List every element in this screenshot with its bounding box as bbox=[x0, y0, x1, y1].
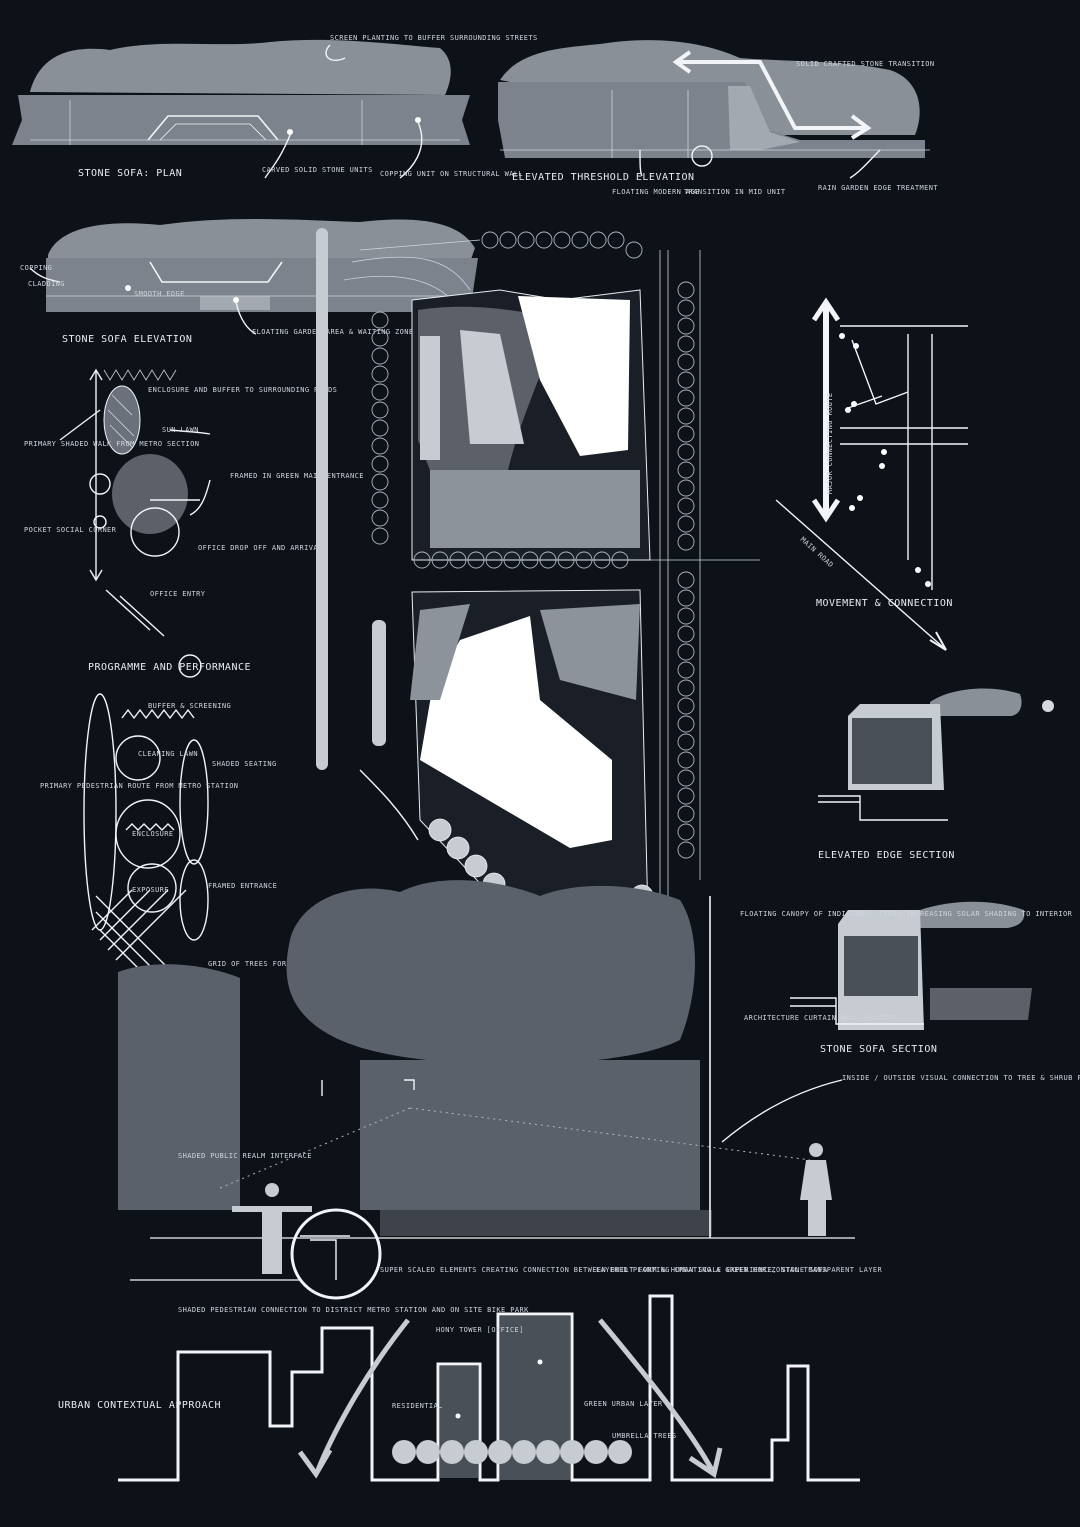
edge-section-label: ELEVATED EDGE SECTION bbox=[818, 850, 955, 861]
tree-row-north bbox=[481, 231, 643, 259]
inside-outside-note: INSIDE / OUTSIDE VISUAL CONNECTION TO TR… bbox=[842, 1074, 1080, 1082]
tree-row-north-west bbox=[371, 311, 389, 545]
movement-diagram bbox=[775, 297, 968, 651]
curtain-note: ARCHITECTURE CURTAIN WALL GLAZING bbox=[744, 1014, 896, 1022]
urban-residential-label: RESIDENTIAL bbox=[392, 1402, 443, 1410]
umbrella-tree-row bbox=[392, 1440, 632, 1464]
canopy-note: FLOATING CANOPY OF INDIGENOUS TREES INCR… bbox=[740, 910, 1073, 918]
threshold-note-floating: FLOATING MODERN AGE bbox=[612, 188, 700, 196]
movement-label: MOVEMENT & CONNECTION bbox=[816, 598, 953, 609]
tree-row-middle bbox=[413, 551, 629, 569]
threshold-note-stone: SOLID CRAFTED STONE TRANSITION bbox=[796, 60, 934, 68]
tree-row-east bbox=[677, 281, 695, 859]
public-realm-note: SHADED PUBLIC REALM INTERFACE bbox=[178, 1152, 312, 1160]
elevation-note-coping: COPPING bbox=[20, 264, 52, 272]
plan-label: STONE SOFA: PLAN bbox=[78, 168, 182, 179]
human-figure-arms bbox=[232, 1183, 312, 1274]
program-label: PROGRAMME AND PERFORMANCE bbox=[88, 662, 251, 673]
program-framed: FRAMED IN GREEN MAIN ENTRANCE bbox=[230, 472, 364, 480]
program-pocket: POCKET SOCIAL CORNER bbox=[24, 526, 117, 534]
enclosure-note-framed: FRAMED ENTRANCE bbox=[208, 882, 277, 890]
enclosure-diagram bbox=[83, 693, 209, 1011]
elevation-note-cladding: CLADDING bbox=[28, 280, 65, 288]
stone-sofa-section bbox=[790, 901, 1032, 1030]
human-figure-standing bbox=[800, 1143, 832, 1236]
threshold-elevation bbox=[498, 40, 930, 179]
layered-note: LAYERED PLANTING CREATING A GREEN HORIZO… bbox=[596, 1266, 882, 1274]
programme-diagram bbox=[59, 368, 211, 678]
program-drop-off: OFFICE DROP OFF AND ARRIVAL bbox=[198, 544, 323, 552]
enclosure-note-cleaning: CLEANING LAWN bbox=[138, 750, 198, 758]
super-scaled-note: SUPER SCALED ELEMENTS CREATING CONNECTIO… bbox=[380, 1266, 828, 1274]
program-primary-walk: PRIMARY SHADED WALK FROM METRO SECTION bbox=[24, 440, 199, 448]
enclosure-note-enclosure: ENCLOSURE bbox=[132, 830, 174, 838]
threshold-note-rain: RAIN GARDEN EDGE TREATMENT bbox=[818, 184, 938, 192]
elevation-note-smooth: SMOOTH EDGE bbox=[134, 290, 185, 298]
enclosure-note-grid: GRID OF TREES FOR SHADE bbox=[208, 960, 314, 968]
foliage-section bbox=[118, 880, 855, 1281]
urban-green-layer-label: GREEN URBAN LAYER bbox=[584, 1400, 663, 1408]
plan-note-units: CARVED SOLID STONE UNITS bbox=[262, 166, 373, 174]
urban-label: URBAN CONTEXTUAL APPROACH bbox=[58, 1400, 221, 1411]
threshold-note-transition: TRANSITION IN MID UNIT bbox=[684, 188, 786, 196]
pedestrian-note: SHADED PEDESTRIAN CONNECTION TO DISTRICT… bbox=[178, 1306, 529, 1314]
urban-skyline bbox=[118, 1294, 860, 1482]
plan-note-screen: SCREEN PLANTING TO BUFFER SURROUNDING ST… bbox=[330, 34, 538, 42]
program-enclosure: ENCLOSURE AND BUFFER TO SURROUNDING ROAD… bbox=[148, 386, 337, 394]
enclosure-note-shaded: SHADED SEATING bbox=[212, 760, 277, 768]
enclosure-left-note: PRIMARY PEDESTRIAN ROUTE FROM METRO STAT… bbox=[40, 782, 238, 790]
stone-sofa-plan bbox=[12, 39, 470, 179]
plan-note-coping: COPPING UNIT ON STRUCTURAL WALL bbox=[380, 170, 523, 178]
stone-sofa-elevation bbox=[29, 218, 478, 335]
elevation-note-floating: FLOATING GARDEN AREA & WAITING ZONE bbox=[252, 328, 414, 336]
urban-umbrella-label: UMBRELLA TREES bbox=[612, 1432, 677, 1440]
sofa-section-label: STONE SOFA SECTION bbox=[820, 1044, 937, 1055]
program-office-entry: OFFICE ENTRY bbox=[150, 590, 206, 598]
urban-tower-label: HONY TOWER [OFFICE] bbox=[436, 1326, 524, 1334]
enclosure-note-exposure: EXPOSURE bbox=[132, 886, 169, 894]
threshold-label: ELEVATED THRESHOLD ELEVATION bbox=[512, 172, 695, 183]
movement-vertical-note: MAJOR CONNECTING ROUTE bbox=[826, 392, 834, 494]
enclosure-top-note: BUFFER & SCREENING bbox=[148, 702, 231, 710]
elevated-edge-section bbox=[818, 688, 1054, 821]
elevation-label: STONE SOFA ELEVATION bbox=[62, 334, 192, 345]
program-sun-lawn: SUN LAWN bbox=[162, 426, 199, 434]
